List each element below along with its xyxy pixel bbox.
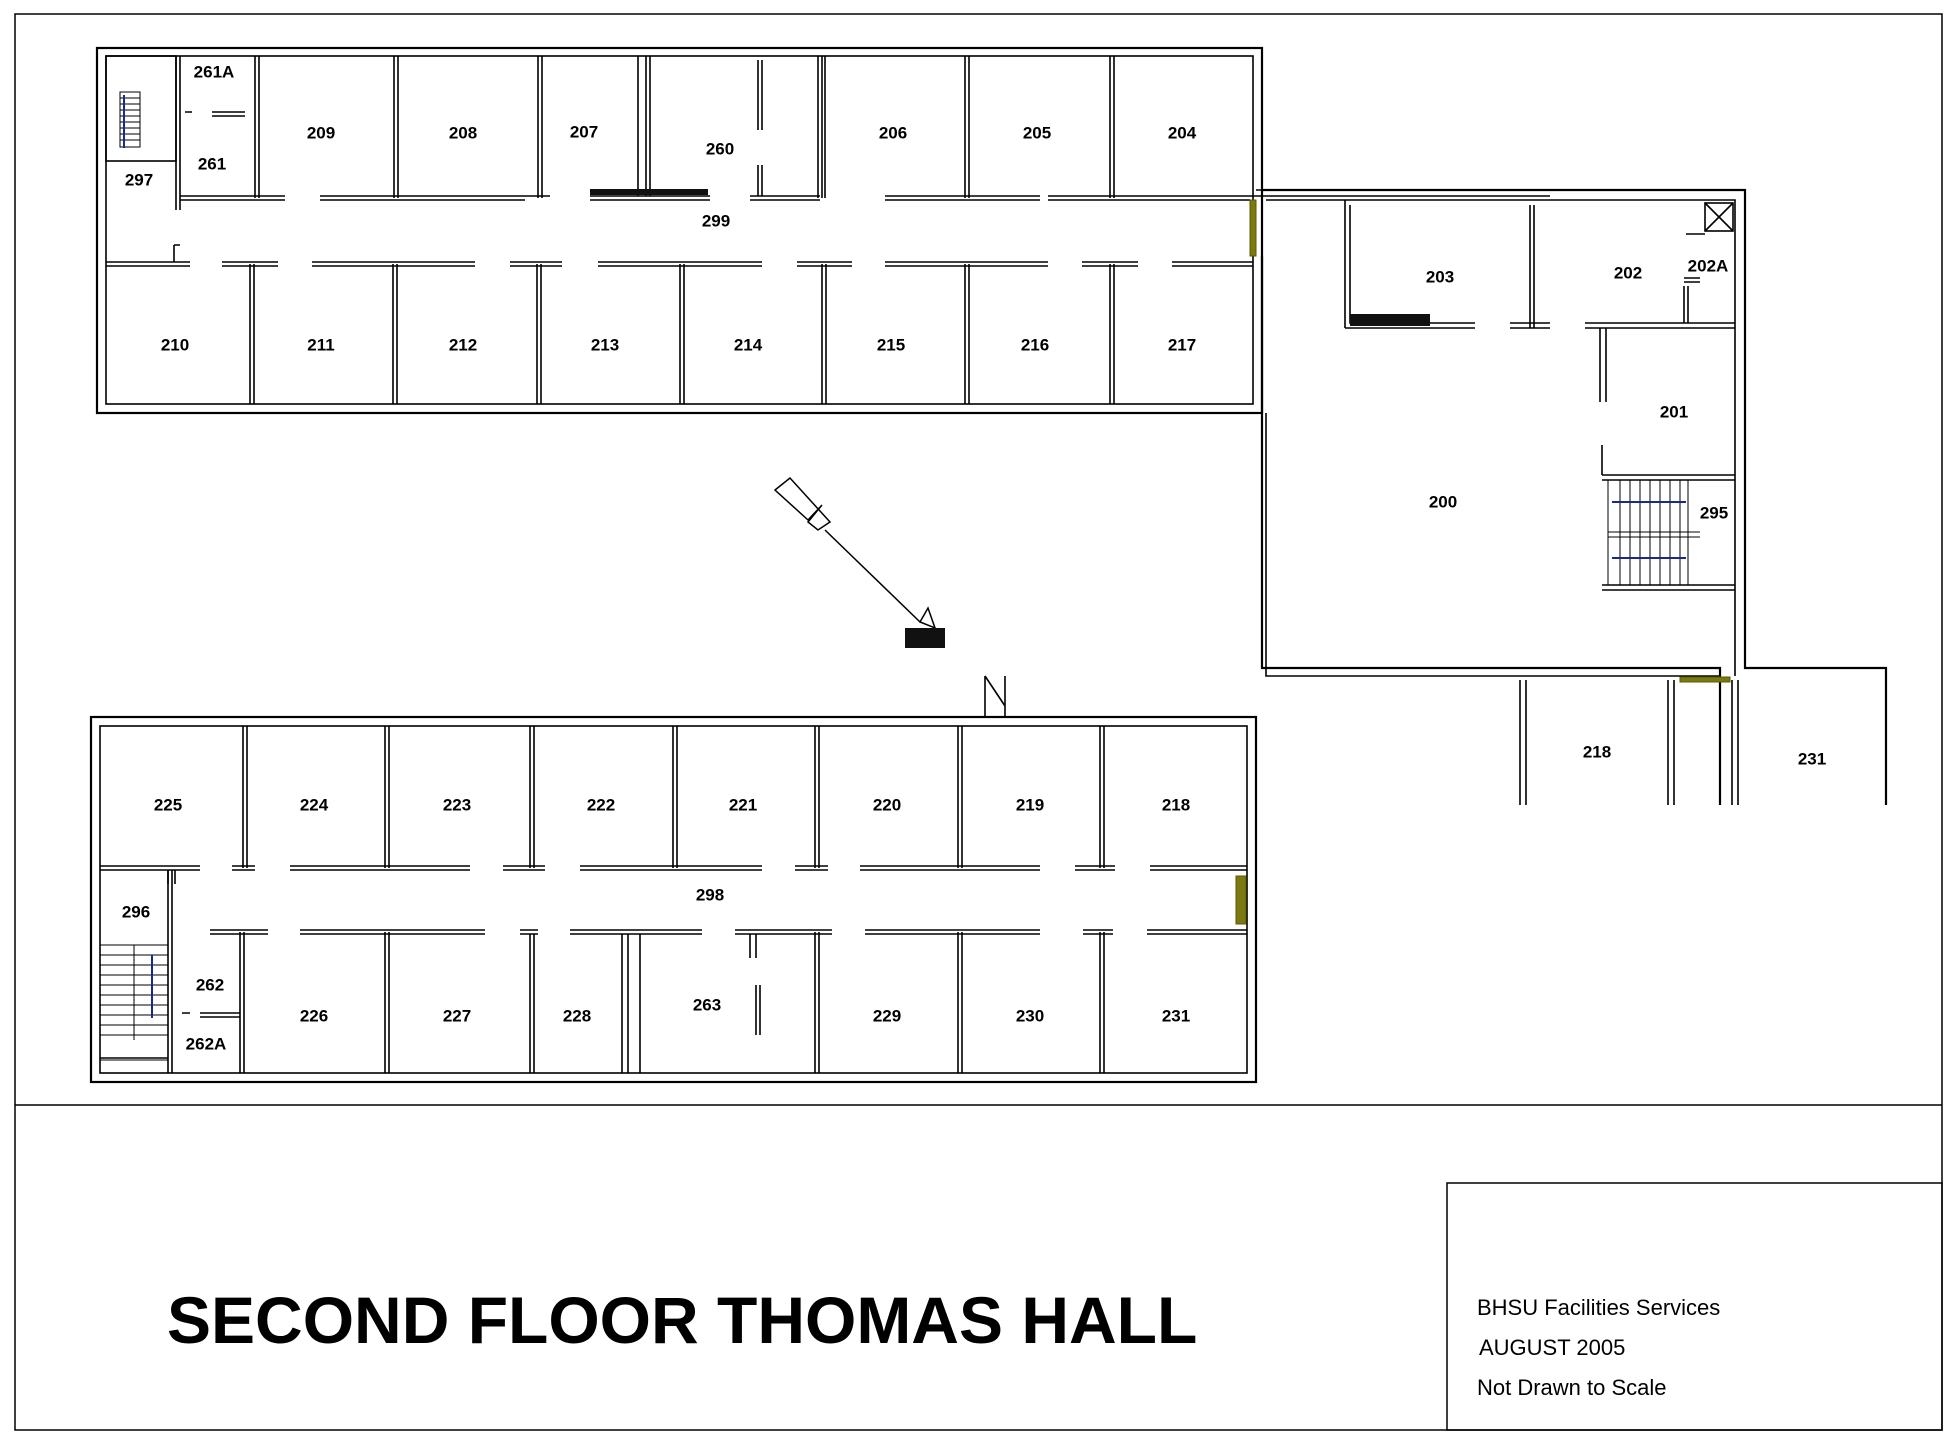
room-299-label: 299 (702, 211, 730, 230)
room-231-east-label: 231 (1798, 749, 1826, 768)
room-210-label: 210 (161, 335, 189, 354)
room-203-label: 203 (1426, 267, 1454, 286)
info-organization: BHSU Facilities Services (1477, 1295, 1720, 1320)
room-263-label: 263 (693, 995, 721, 1014)
room-208-label: 208 (449, 123, 477, 142)
room-209-label: 209 (307, 123, 335, 142)
room-218-east-label: 218 (1583, 742, 1611, 761)
room-202A-label: 202A (1688, 256, 1729, 275)
room-200-label: 200 (1429, 492, 1457, 511)
room-205-label: 205 (1023, 123, 1051, 142)
room-262A-label: 262A (186, 1034, 227, 1053)
room-260-label: 260 (706, 139, 734, 158)
info-box (1446, 1182, 1943, 1431)
room-202-label: 202 (1614, 263, 1642, 282)
room-215-label: 215 (877, 335, 905, 354)
room-207-label: 207 (570, 122, 598, 141)
room-228-label: 228 (563, 1006, 591, 1025)
room-227-label: 227 (443, 1006, 471, 1025)
room-297-label: 297 (125, 170, 153, 189)
room-225-label: 225 (154, 795, 182, 814)
room-262-label: 262 (196, 975, 224, 994)
room-labels: 261A 261 297 209 208 207 260 206 205 204… (122, 62, 1826, 1053)
room-206-label: 206 (879, 123, 907, 142)
page-title: SECOND FLOOR THOMAS HALL (167, 1283, 1197, 1357)
room-204-label: 204 (1168, 123, 1197, 142)
room-298-label: 298 (696, 885, 724, 904)
room-226-label: 226 (300, 1006, 328, 1025)
page-frame (14, 13, 1943, 1431)
north-arrow-icon (773, 476, 945, 648)
north-wing (95, 46, 1550, 415)
east-wing (1256, 48, 1888, 805)
room-214-label: 214 (734, 335, 763, 354)
room-221-label: 221 (729, 795, 757, 814)
info-date: AUGUST 2005 (1479, 1335, 1625, 1360)
room-231-label: 231 (1162, 1006, 1190, 1025)
room-216-label: 216 (1021, 335, 1049, 354)
room-212-label: 212 (449, 335, 477, 354)
room-261A-label: 261A (194, 62, 235, 81)
room-261-label: 261 (198, 154, 226, 173)
room-223-label: 223 (443, 795, 471, 814)
room-296-label: 296 (122, 902, 150, 921)
room-219-label: 219 (1016, 795, 1044, 814)
south-wing (89, 675, 1258, 1084)
room-218-label: 218 (1162, 795, 1190, 814)
room-201-label: 201 (1660, 402, 1688, 421)
room-217-label: 217 (1168, 335, 1196, 354)
room-230-label: 230 (1016, 1006, 1044, 1025)
room-229-label: 229 (873, 1006, 901, 1025)
info-scale-note: Not Drawn to Scale (1477, 1375, 1667, 1400)
room-224-label: 224 (300, 795, 329, 814)
room-211-label: 211 (307, 335, 334, 354)
room-222-label: 222 (587, 795, 615, 814)
room-213-label: 213 (591, 335, 619, 354)
room-220-label: 220 (873, 795, 901, 814)
room-295-label: 295 (1700, 503, 1728, 522)
